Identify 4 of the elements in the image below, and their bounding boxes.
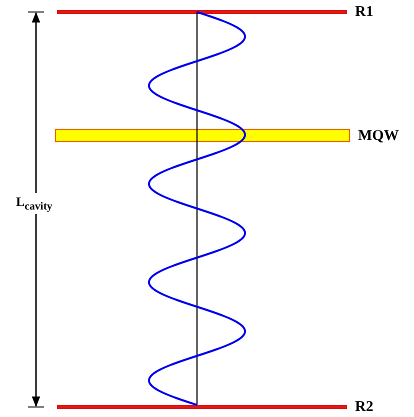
- quantum-well-label: MQW: [358, 129, 399, 144]
- mirror-label: R2: [355, 400, 374, 415]
- mirror-label: R1: [355, 5, 374, 20]
- cavity-length-label: L$_{cavity}$: [16, 193, 52, 214]
